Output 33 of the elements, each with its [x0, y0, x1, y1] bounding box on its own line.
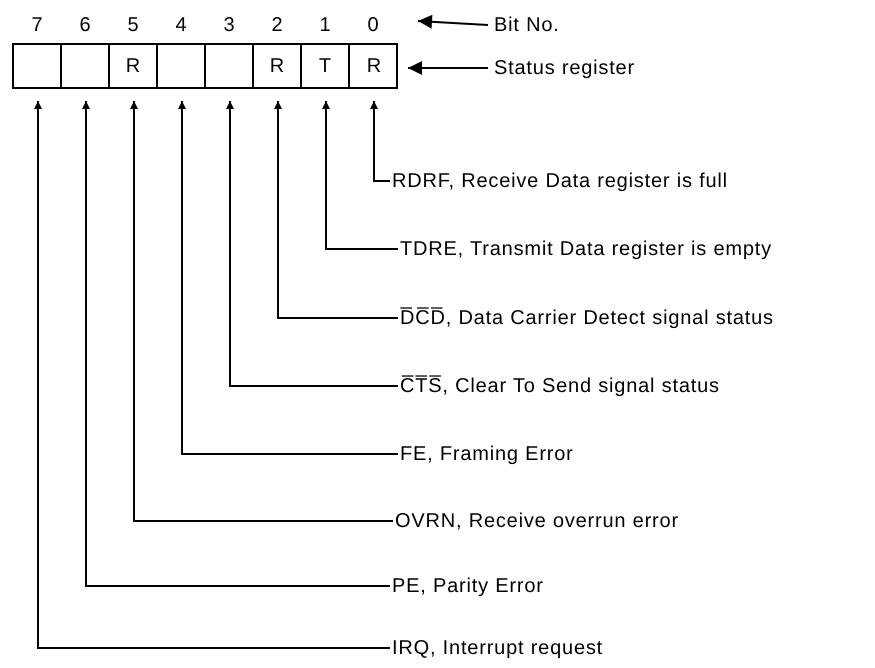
bit-number: 6	[78, 13, 92, 37]
leader-line	[178, 101, 398, 455]
bit-number: 7	[30, 13, 44, 37]
annotation-text: OVRN, Receive overrun error	[395, 509, 679, 533]
leader-line	[82, 101, 390, 587]
annotation-text: TDRE, Transmit Data register is empty	[400, 237, 772, 261]
leader-line	[226, 101, 398, 387]
annotation-text: Bit No.	[494, 13, 560, 37]
leader-line	[274, 101, 398, 319]
annotation-text: Status register	[494, 56, 635, 80]
leader-line	[322, 101, 398, 250]
bit-number: 0	[366, 13, 380, 37]
register-bit-cell: R	[110, 45, 158, 87]
annotation-text: C̅T̅S̅, Clear To Send signal status	[400, 374, 720, 398]
bit-number: 4	[174, 13, 188, 37]
register-bit-cell: T	[302, 45, 350, 87]
annotation-text: PE, Parity Error	[392, 574, 544, 598]
annotation-text: FE, Framing Error	[400, 442, 574, 466]
register-box	[12, 43, 398, 89]
annotation-text: D̅C̅D̅, Data Carrier Detect signal status	[400, 306, 774, 330]
bit-number: 5	[126, 13, 140, 37]
arrow	[418, 14, 488, 29]
bit-number: 3	[222, 13, 236, 37]
annotation-text: IRQ, Interrupt request	[392, 636, 604, 660]
annotation-text: RDRF, Receive Data register is full	[392, 169, 728, 193]
bit-number: 2	[270, 13, 284, 37]
register-bit-cell: R	[350, 45, 398, 87]
arrow	[408, 61, 488, 75]
leader-line	[370, 101, 390, 182]
leader-line	[34, 101, 390, 649]
register-bit-cell: R	[254, 45, 302, 87]
bit-number: 1	[318, 13, 332, 37]
leader-line	[130, 101, 393, 522]
